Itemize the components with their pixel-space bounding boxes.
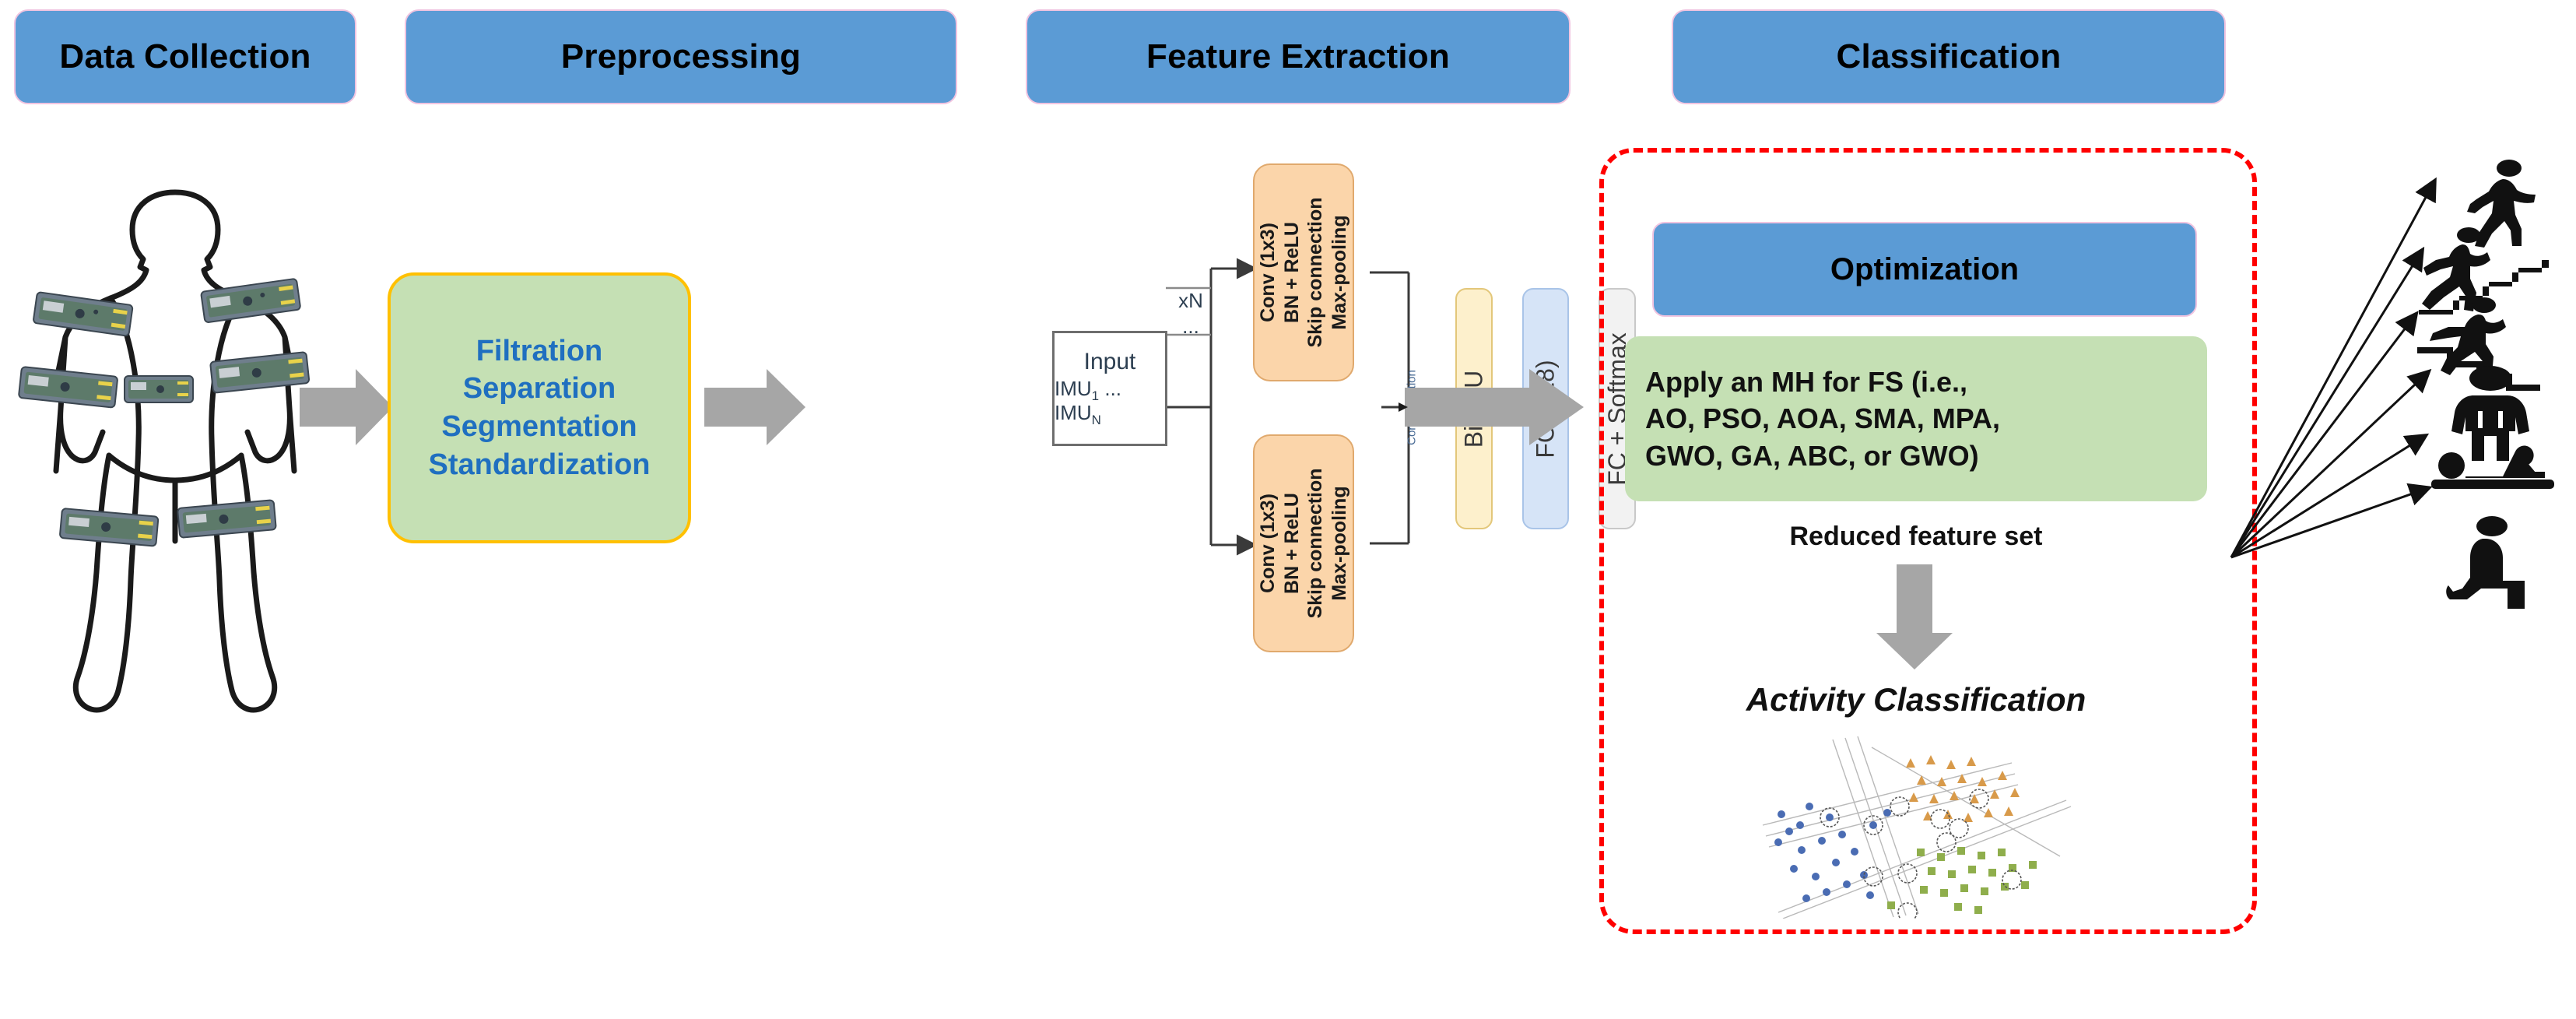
conv-block-bottom: Conv (1x3) BN + ReLU Skip connection Max… bbox=[1253, 434, 1354, 652]
stage-label-preprocessing: Preprocessing bbox=[560, 37, 802, 76]
input-box: Input IMU1 ... IMUN bbox=[1052, 331, 1167, 446]
imu-sensor-group bbox=[18, 278, 311, 547]
flow-arrow-3 bbox=[1405, 364, 1584, 450]
mh-line-3: GWO, GA, ABC, or GWO) bbox=[1645, 439, 1979, 472]
input-title: Input bbox=[1083, 348, 1136, 374]
conv-line-4b: Max-pooling bbox=[1328, 486, 1350, 601]
softmax-output-arrowhead bbox=[1381, 393, 1409, 421]
metaheuristic-box: Apply an MH for FS (i.e., AO, PSO, AOA, … bbox=[1625, 336, 2207, 501]
conv-line-1b: Conv (1x3) bbox=[1257, 494, 1279, 593]
optimization-label: Optimization bbox=[1830, 251, 2020, 286]
flow-arrow-2 bbox=[704, 364, 805, 450]
repeat-count-xn: xN bbox=[1178, 289, 1203, 312]
walking-icon bbox=[2453, 156, 2550, 253]
activity-classification-label: Activity Classification bbox=[1746, 681, 2086, 718]
preprocessing-box: Filtration Separation Segmentation Stand… bbox=[388, 272, 691, 543]
flow-arrow-1 bbox=[300, 364, 393, 450]
conv-line-4: Max-pooling bbox=[1328, 215, 1350, 330]
conv-line-2b: BN + ReLU bbox=[1280, 493, 1303, 594]
stage-label-classification: Classification bbox=[1836, 37, 2062, 76]
preprocessing-step-segmentation: Segmentation bbox=[441, 410, 637, 443]
conv-line-3: Skip connection bbox=[1304, 197, 1326, 348]
stage-box-preprocessing: Preprocessing bbox=[405, 9, 957, 104]
preprocessing-step-filtration: Filtration bbox=[476, 334, 603, 367]
preprocessing-step-separation: Separation bbox=[462, 372, 616, 406]
conv-block-top: Conv (1x3) BN + ReLU Skip connection Max… bbox=[1253, 163, 1354, 381]
svm-decision-boundary-scatter bbox=[1755, 732, 2082, 919]
repeat-count-label: xN ... bbox=[1172, 288, 1209, 339]
stage-box-classification: Classification bbox=[1672, 9, 2226, 104]
repeat-count-dots: ... bbox=[1182, 314, 1199, 338]
input-subtitle: IMU1 ... IMUN bbox=[1055, 376, 1122, 428]
stage-box-data-collection: Data Collection bbox=[14, 9, 356, 104]
reduced-feature-down-arrow bbox=[1872, 564, 1957, 669]
body-with-imu-sensors bbox=[16, 175, 342, 720]
conv-line-1: Conv (1x3) bbox=[1257, 223, 1279, 322]
sitting-icon bbox=[2444, 514, 2541, 615]
optimization-box: Optimization bbox=[1652, 222, 2197, 317]
preprocessing-step-standardization: Standardization bbox=[428, 448, 651, 481]
reduced-feature-set-label: Reduced feature set bbox=[1789, 522, 2043, 551]
standing-icon bbox=[2442, 364, 2539, 466]
conv-line-2: BN + ReLU bbox=[1280, 222, 1303, 323]
laying-icon bbox=[2428, 428, 2557, 498]
mh-line-1: Apply an MH for FS (i.e., bbox=[1645, 365, 1968, 398]
conv-block-bottom-labels: Conv (1x3) BN + ReLU Skip connection Max… bbox=[1256, 468, 1351, 618]
stage-label-data-collection: Data Collection bbox=[59, 37, 311, 76]
conv-block-top-labels: Conv (1x3) BN + ReLU Skip connection Max… bbox=[1256, 197, 1351, 347]
conv-line-3b: Skip connection bbox=[1304, 468, 1326, 619]
stage-label-feature-extraction: Feature Extraction bbox=[1146, 37, 1450, 76]
stage-box-feature-extraction: Feature Extraction bbox=[1026, 9, 1571, 104]
walking-upstairs-icon bbox=[2413, 224, 2549, 322]
mh-line-2: AO, PSO, AOA, SMA, MPA, bbox=[1645, 402, 2001, 435]
